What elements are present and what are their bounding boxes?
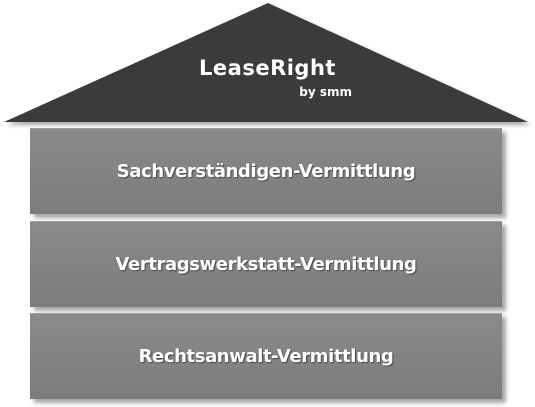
floor-label: Vertragswerkstatt-Vermittlung: [115, 254, 417, 275]
floor-rechtsanwalt: Rechtsanwalt-Vermittlung: [30, 313, 502, 399]
floor-vertragswerkstatt: Vertragswerkstatt-Vermittlung: [30, 221, 502, 307]
floor-label: Rechtsanwalt-Vermittlung: [138, 346, 394, 367]
roof-title: LeaseRight: [199, 56, 336, 80]
floor-label: Sachverständigen-Vermittlung: [116, 161, 416, 182]
floor-sachverstaendigen: Sachverständigen-Vermittlung: [30, 128, 502, 214]
roof-shape: [4, 3, 528, 122]
roof-triangle: [4, 3, 528, 122]
roof-subtitle: by smm: [299, 85, 352, 99]
